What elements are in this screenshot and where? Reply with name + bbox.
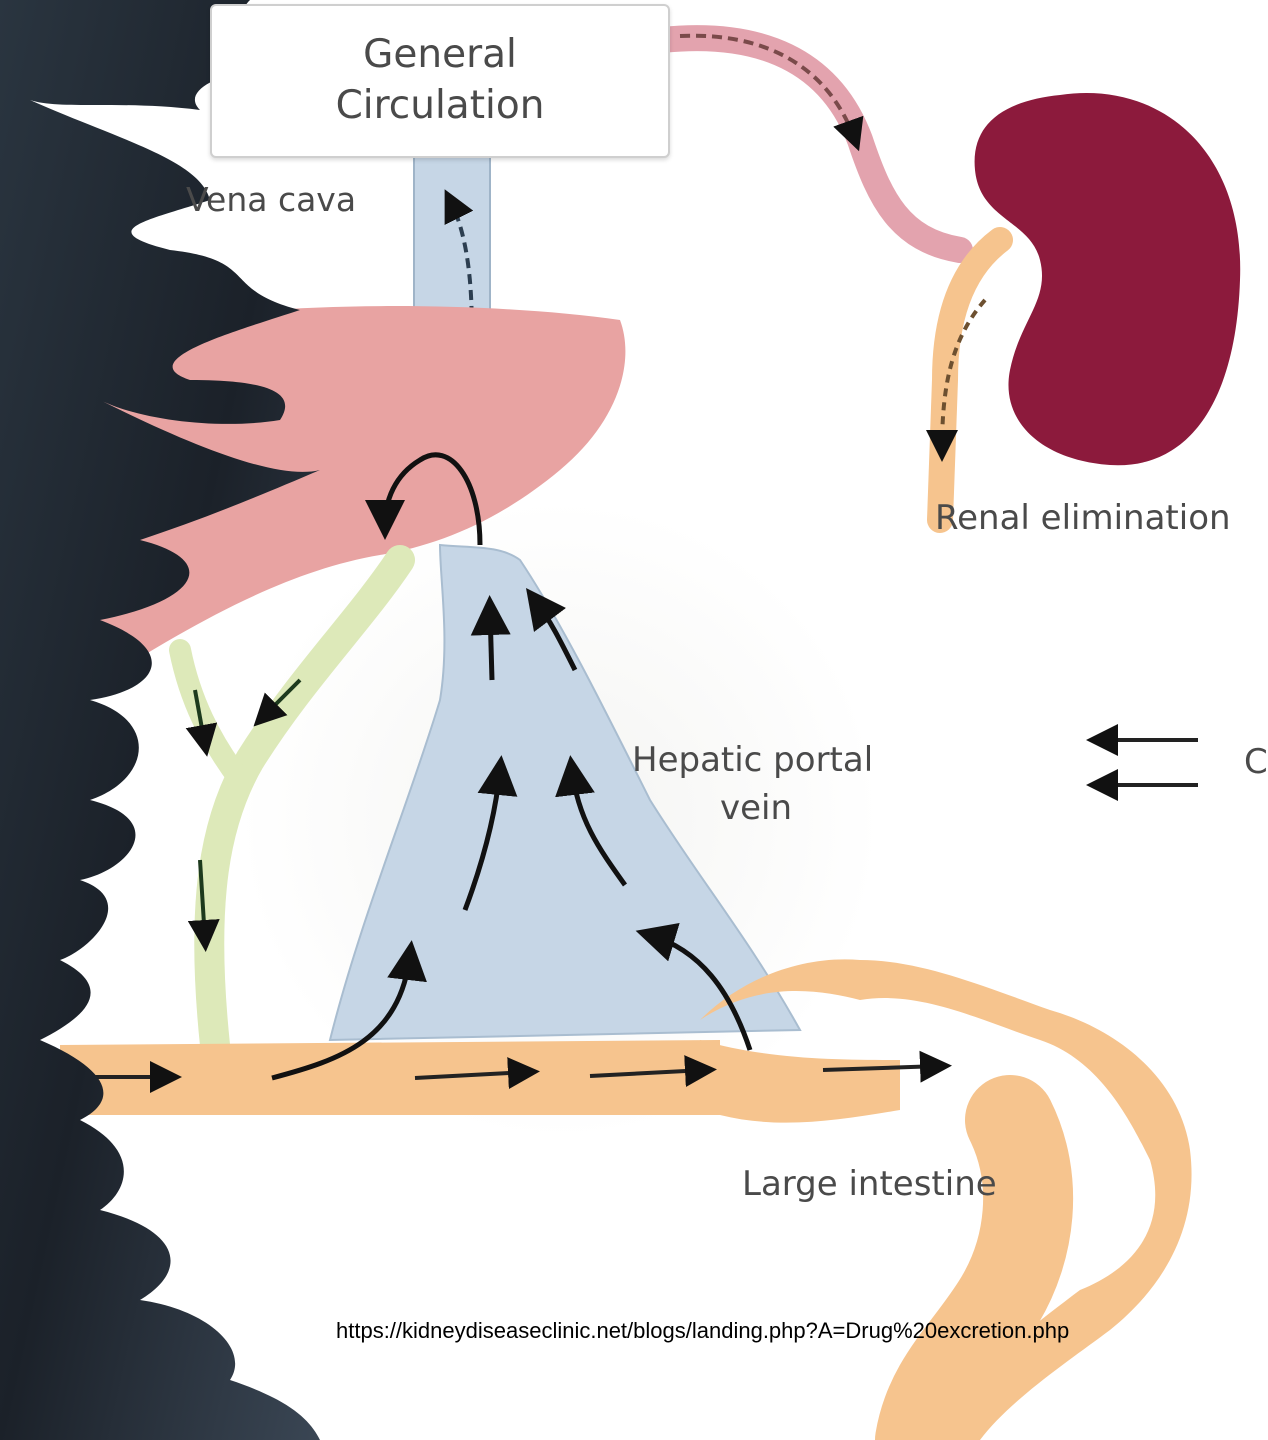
- kidney-shape: [975, 93, 1241, 465]
- vena-cava: [414, 150, 490, 320]
- large-intestine-label: Large intestine: [742, 1164, 997, 1205]
- general-circulation-box: General Circulation: [210, 4, 670, 158]
- renal-artery: [662, 38, 960, 250]
- general-circulation-title-line2: Circulation: [336, 81, 545, 132]
- vena-cava-label: Vena cava: [186, 180, 356, 220]
- legend-cut-text: C: [1244, 742, 1268, 783]
- renal-elimination-label: Renal elimination: [935, 498, 1231, 539]
- hepatic-portal-label-line1: Hepatic portal: [632, 740, 873, 781]
- legend-arrows: [1098, 740, 1198, 785]
- source-url: https://kidneydiseaseclinic.net/blogs/la…: [336, 1318, 1069, 1344]
- bile-duct-branch: [180, 650, 240, 780]
- general-circulation-title-line1: General: [363, 30, 517, 81]
- hepatic-portal-label-line2: vein: [720, 788, 792, 829]
